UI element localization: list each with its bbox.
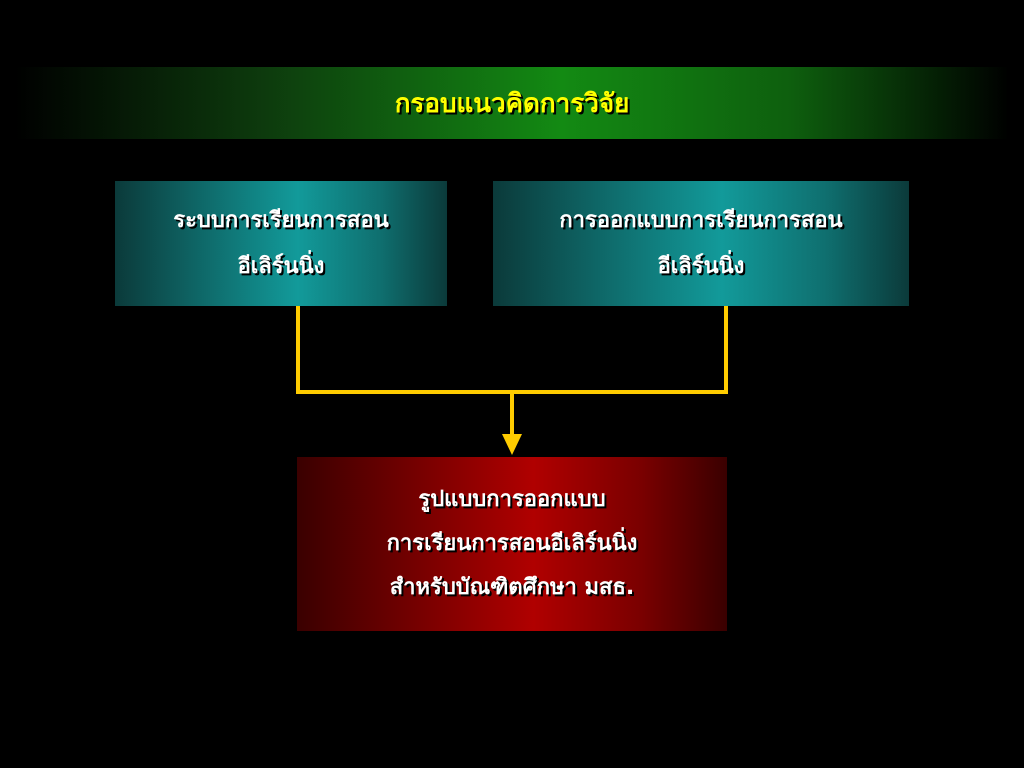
instructional-design-line1: การออกแบบการเรียนการสอน [559, 207, 843, 233]
connector-right-branch [512, 306, 728, 394]
instructional-design-line2: อีเลิร์นนิ่ง [657, 253, 745, 279]
elearning-system-line1: ระบบการเรียนการสอน [173, 207, 389, 233]
result-model-line1: รูปแบบการออกแบบ [418, 487, 606, 512]
arrow-down-icon [502, 434, 522, 455]
elearning-system-box: ระบบการเรียนการสอน อีเลิร์นนิ่ง [115, 181, 447, 306]
result-model-box: รูปแบบการออกแบบ การเรียนการสอนอีเลิร์นนิ… [297, 457, 727, 631]
instructional-design-box: การออกแบบการเรียนการสอน อีเลิร์นนิ่ง [493, 181, 909, 306]
title-banner: กรอบแนวคิดการวิจัย [15, 67, 1009, 139]
elearning-system-line2: อีเลิร์นนิ่ง [237, 253, 325, 279]
result-model-line3: สำหรับบัณฑิตศึกษา มสธ. [389, 575, 635, 600]
slide-title: กรอบแนวคิดการวิจัย [394, 88, 630, 119]
connector-left-branch [296, 306, 512, 394]
result-model-line2: การเรียนการสอนอีเลิร์นนิ่ง [386, 531, 638, 556]
